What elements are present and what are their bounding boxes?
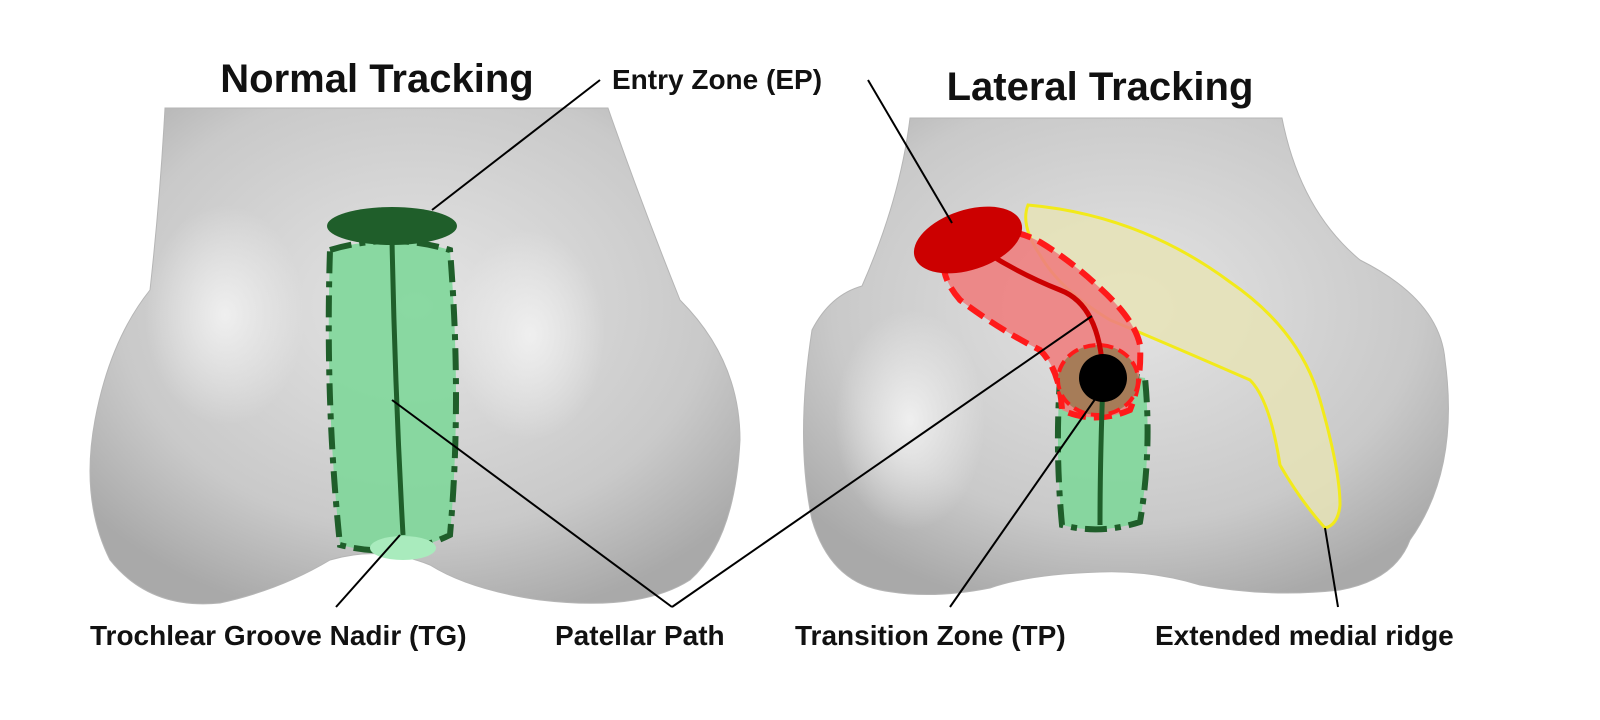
normal-tracking-title: Normal Tracking — [220, 57, 533, 101]
lateral-condyle-highlight-right — [835, 310, 985, 530]
transition-zone-point — [1079, 354, 1127, 402]
lateral-condyle-highlight-left — [145, 205, 305, 425]
normal-tracking-panel: Normal Tracking — [90, 57, 740, 604]
medial-condyle-highlight-left — [455, 230, 605, 440]
medial-ridge-label: Extended medial ridge — [1155, 620, 1454, 651]
patellar-path-label: Patellar Path — [555, 620, 725, 651]
transition-zone-label: Transition Zone (TP) — [795, 620, 1066, 651]
entry-zone-label: Entry Zone (EP) — [612, 64, 822, 95]
lateral-tracking-panel: Lateral Tracking — [804, 65, 1449, 595]
entry-zone-marker-normal — [327, 207, 457, 245]
lateral-tracking-title: Lateral Tracking — [947, 65, 1254, 109]
trochlear-groove-label: Trochlear Groove Nadir (TG) — [90, 620, 467, 651]
